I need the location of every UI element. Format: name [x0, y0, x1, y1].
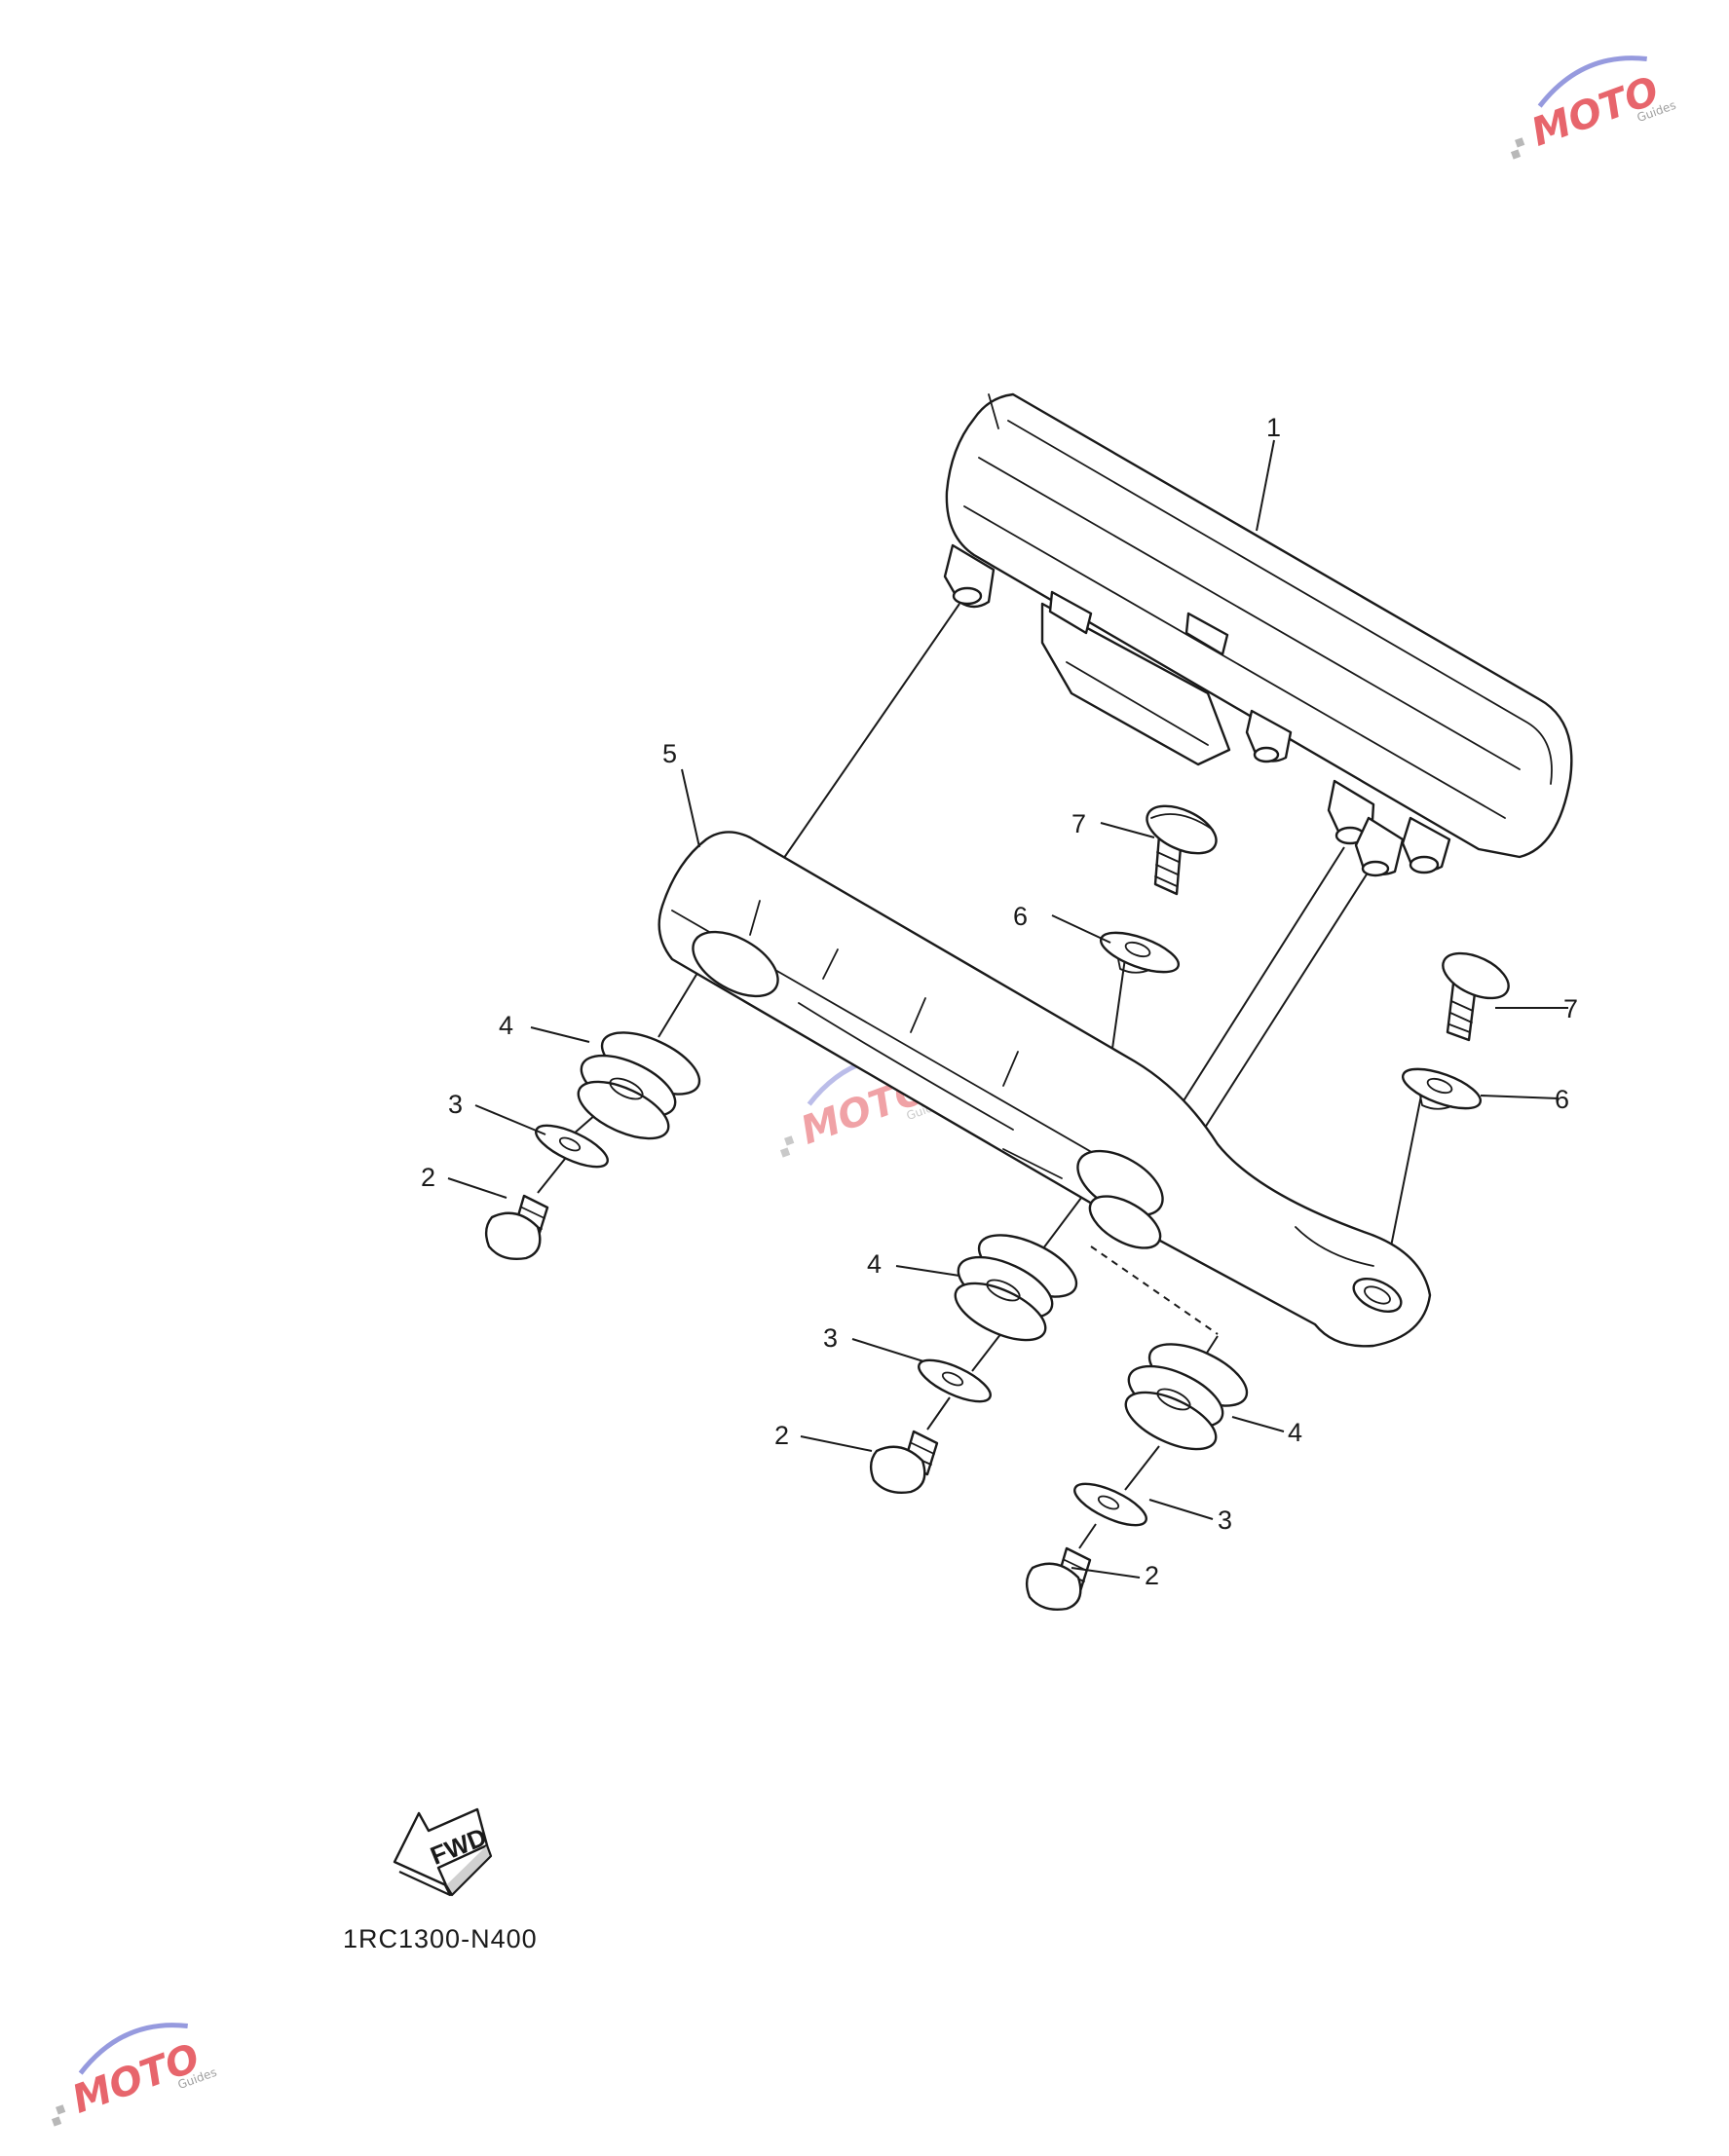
callout-6-a: 6 [1013, 902, 1028, 931]
meter-bracket [658, 831, 1432, 1348]
callout-4-c: 4 [1288, 1418, 1302, 1447]
callout-2-b: 2 [774, 1421, 789, 1450]
bolt-2-a [484, 1194, 549, 1260]
callout-4-b: 4 [867, 1249, 882, 1279]
bolt-2-b [869, 1430, 939, 1494]
callout-7-b: 7 [1563, 994, 1578, 1023]
watermark-logo-bottom: MOTO Guides [51, 2023, 218, 2127]
callout-leaders [447, 439, 1568, 1579]
washer-6-a [1100, 931, 1180, 974]
bolt-2-c [1025, 1546, 1092, 1611]
grommet-4-b [954, 1234, 1078, 1342]
grommet-4-c [1124, 1343, 1249, 1451]
watermark-logo-top: MOTO Guides [1510, 56, 1677, 160]
callout-3-c: 3 [1218, 1505, 1232, 1535]
screw-7-b [1442, 951, 1510, 1042]
washer-6-b [1402, 1067, 1482, 1110]
callout-1: 1 [1266, 413, 1281, 442]
callout-2-a: 2 [421, 1163, 435, 1192]
callout-5: 5 [662, 739, 677, 768]
callout-2-c: 2 [1145, 1561, 1159, 1590]
washer-3-b [918, 1358, 992, 1403]
screw-7-a [1146, 804, 1218, 896]
washer-3-c [1073, 1482, 1147, 1527]
washer-3-a [535, 1124, 609, 1169]
callout-7-a: 7 [1071, 809, 1086, 838]
callout-numbers: 1 5 7 6 7 6 4 3 2 4 3 2 4 3 2 [421, 413, 1578, 1590]
callout-3-b: 3 [823, 1323, 838, 1353]
callout-6-b: 6 [1555, 1085, 1569, 1114]
meter-assembly [943, 392, 1573, 877]
callout-4-a: 4 [499, 1011, 513, 1040]
callout-3-a: 3 [448, 1090, 463, 1119]
diagram-code: 1RC1300-N400 [343, 1924, 538, 1953]
grommet-4-a [577, 1031, 701, 1140]
fwd-arrow-icon: FWD [393, 1807, 493, 1897]
assembly-lines [537, 603, 1425, 1549]
